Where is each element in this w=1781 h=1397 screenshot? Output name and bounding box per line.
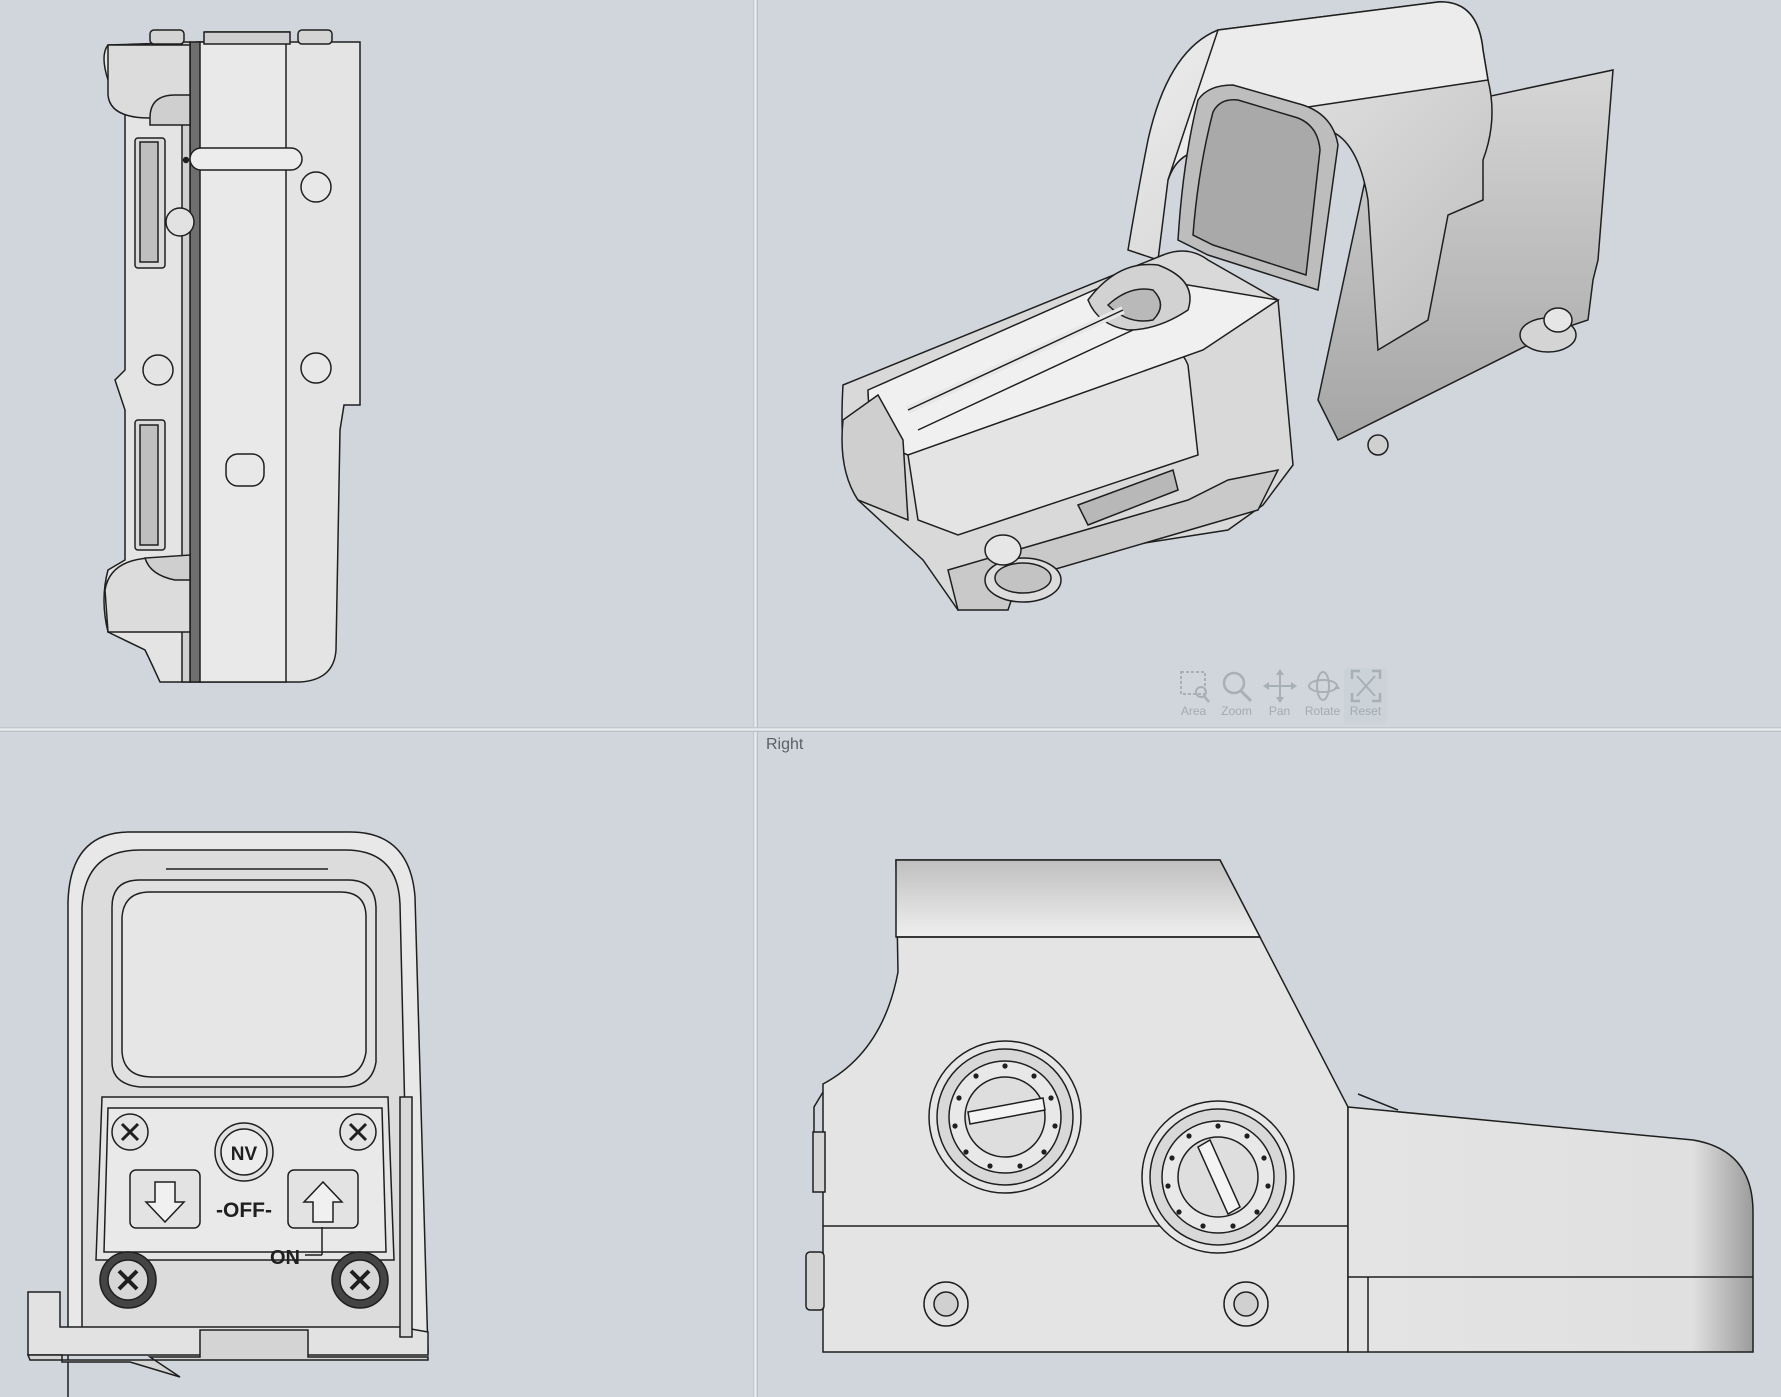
viewport-splitter-horizontal[interactable] xyxy=(0,727,1781,732)
rotate-orbit-icon xyxy=(1307,671,1340,701)
front-view-drawing: NV -OFF- ON xyxy=(26,831,429,1397)
pan-tool-button[interactable]: Pan xyxy=(1258,668,1301,724)
right-view-drawing xyxy=(805,859,1754,1353)
isometric-view-drawing xyxy=(841,1,1614,611)
zoom-tool-label: Zoom xyxy=(1221,704,1252,718)
reset-fit-icon xyxy=(1350,669,1381,703)
pan-tool-label: Pan xyxy=(1268,704,1291,718)
top-view-drawing xyxy=(103,29,361,683)
nv-button-label: NV xyxy=(231,1144,258,1165)
viewport-front[interactable]: NV -OFF- ON xyxy=(0,732,753,1397)
viewport-splitter-vertical[interactable] xyxy=(753,0,758,1397)
viewport-top[interactable] xyxy=(0,0,753,727)
view-label: Right xyxy=(766,736,804,753)
zoom-tool-button[interactable]: Zoom xyxy=(1215,668,1258,724)
on-label: ON xyxy=(270,1247,300,1269)
area-tool-label: Area xyxy=(1180,704,1207,718)
area-tool-button[interactable]: Area xyxy=(1172,668,1215,724)
rotate-tool-button[interactable]: Rotate xyxy=(1301,668,1344,724)
reset-tool-label: Reset xyxy=(1349,704,1382,718)
viewport-isometric[interactable]: Area Zoom Pan xyxy=(758,0,1781,727)
off-label: -OFF- xyxy=(216,1199,272,1222)
view-toolbar: Area Zoom Pan xyxy=(1172,668,1387,724)
rotate-tool-label: Rotate xyxy=(1304,704,1341,718)
pan-arrows-icon xyxy=(1262,669,1297,703)
magnifier-icon xyxy=(1222,671,1252,703)
reset-tool-button[interactable]: Reset xyxy=(1344,668,1387,724)
area-zoom-icon xyxy=(1179,671,1210,703)
viewport-right[interactable]: Right xyxy=(758,732,1781,1397)
